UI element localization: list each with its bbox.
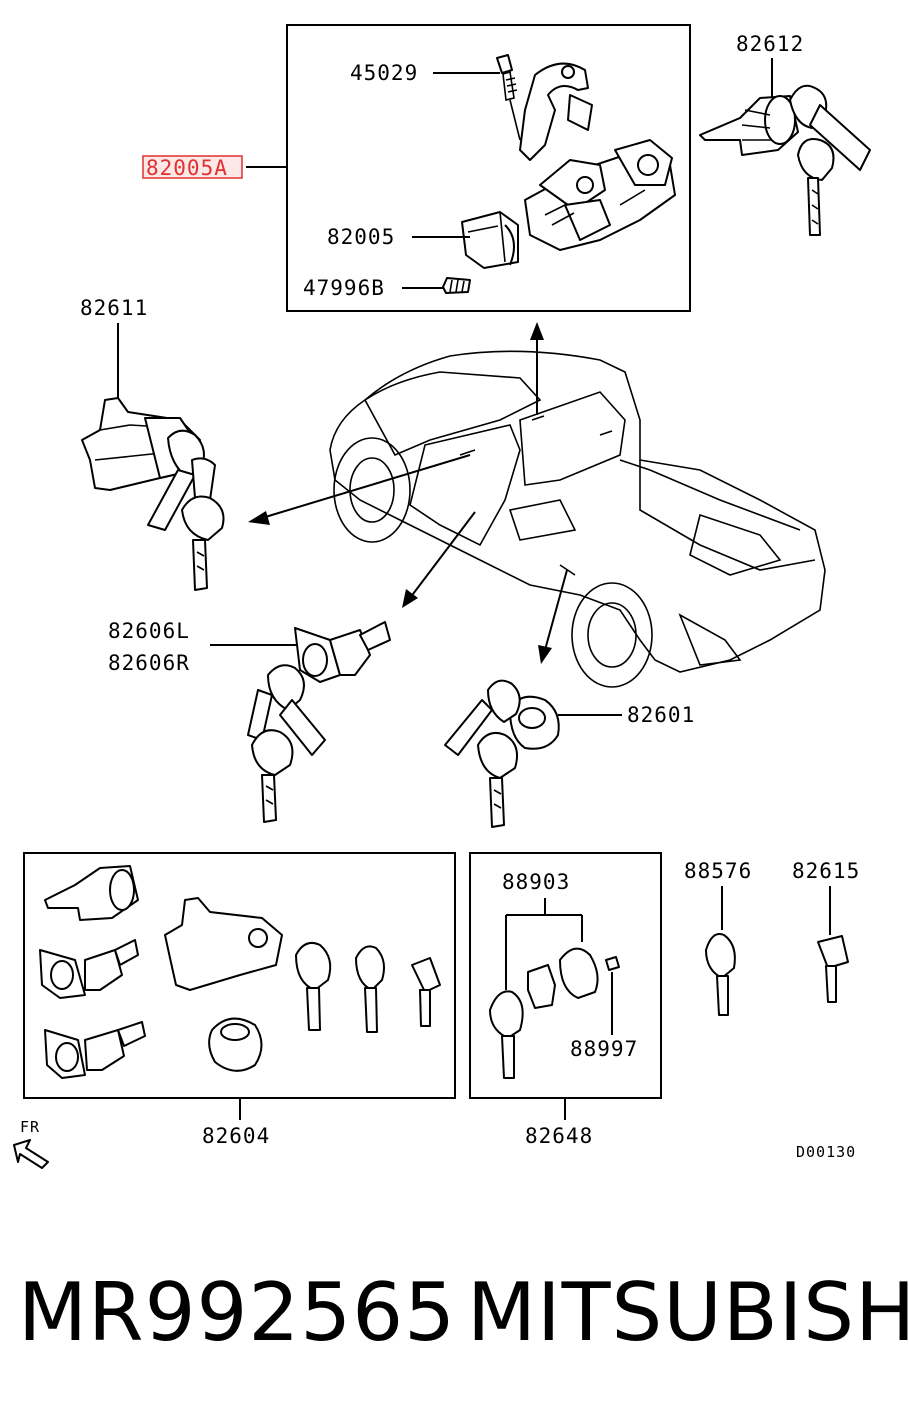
callout-88576: 88576 <box>684 859 752 883</box>
fuel-cap-lock-part <box>509 695 560 750</box>
front-direction-arrow-icon <box>13 1139 49 1169</box>
callout-47996b: 47996B <box>303 276 385 300</box>
callout-45029: 45029 <box>350 61 418 85</box>
drawing-code: D00130 <box>796 1143 856 1161</box>
callout-82606l: 82606L <box>108 619 190 643</box>
callout-82648: 82648 <box>525 1124 593 1148</box>
key-remote-contents <box>489 947 620 1079</box>
callout-82601: 82601 <box>627 703 695 727</box>
screw-part <box>442 277 471 294</box>
footer-part-number: MR992565 <box>18 1266 456 1359</box>
key-set-top-right-icon <box>789 84 871 236</box>
callout-88903: 88903 <box>502 870 570 894</box>
callout-82005a-highlight <box>142 155 243 179</box>
tailgate-lock-cylinder-part <box>699 95 799 156</box>
callout-88997: 88997 <box>570 1037 638 1061</box>
lock-set-contents <box>39 865 441 1079</box>
steering-lock-body-part <box>524 139 676 251</box>
callout-82615: 82615 <box>792 859 860 883</box>
pickup-truck-outline <box>329 350 826 688</box>
key-set-door-icon <box>247 664 326 823</box>
callout-82611: 82611 <box>80 296 148 320</box>
key-set-left-icon <box>147 429 225 591</box>
lock-ring-part <box>519 62 593 161</box>
callout-82005: 82005 <box>327 225 395 249</box>
ignition-switch-part <box>461 211 519 269</box>
callout-82612: 82612 <box>736 32 804 56</box>
key-88576-icon <box>705 933 736 1016</box>
front-label: FR <box>20 1118 40 1136</box>
key-82615-icon <box>817 935 849 1003</box>
callout-82005a: 82005A <box>146 156 228 180</box>
footer-brand: MITSUBISHI <box>467 1266 909 1359</box>
key-set-fuel-icon <box>444 679 521 828</box>
door-lock-cylinder-part <box>294 621 391 683</box>
callout-82604: 82604 <box>202 1124 270 1148</box>
ignition-pin-part <box>496 54 521 141</box>
callout-82606r: 82606R <box>108 651 190 675</box>
location-arrows <box>248 322 568 664</box>
